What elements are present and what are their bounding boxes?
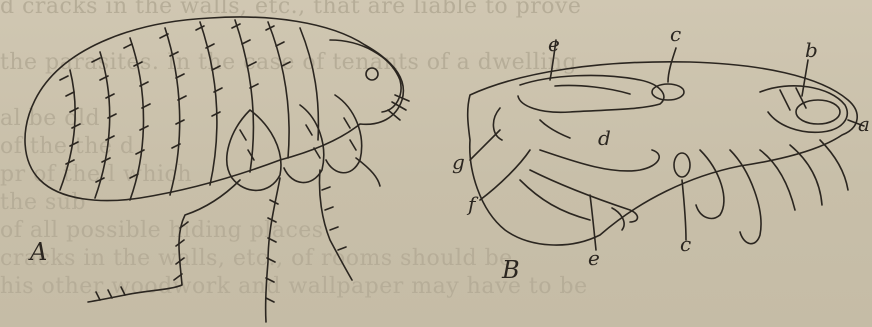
- figure-a-caption: A: [30, 238, 47, 266]
- label-c-top: c: [670, 22, 681, 46]
- label-g: g: [452, 150, 465, 174]
- label-e-bottom: e: [588, 246, 600, 270]
- label-e-top: e: [548, 32, 560, 56]
- flea-body-drawing: [25, 17, 409, 322]
- figure-b-caption: B: [502, 256, 520, 284]
- label-d: d: [598, 126, 611, 150]
- flea-anatomy-diagram: [468, 40, 864, 250]
- label-c-bottom: c: [680, 232, 691, 256]
- label-b: b: [805, 38, 818, 62]
- label-f: f: [468, 192, 475, 216]
- label-a: a: [858, 112, 870, 136]
